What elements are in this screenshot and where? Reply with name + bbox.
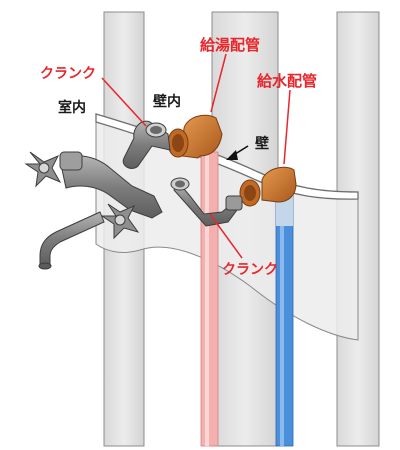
label-crank-lower: クランク <box>222 262 278 278</box>
cold-water-pipe-highlight <box>280 186 284 446</box>
wall-mixing-faucet <box>24 151 163 270</box>
leader-hot-pipe <box>210 53 227 113</box>
label-hot-water-pipe: 給湯配管 <box>200 36 260 54</box>
label-wall: 壁 <box>255 135 269 152</box>
hot-pipe-elbow-fitting <box>167 114 223 159</box>
cold-handle-icon <box>100 203 140 240</box>
hot-water-pipe <box>200 151 219 447</box>
leader-cold-pipe <box>283 89 291 165</box>
label-crank-upper: クランク <box>40 66 96 82</box>
hot-water-pipe-highlight <box>205 152 209 446</box>
lower-crank-fitting <box>170 177 243 227</box>
wall-arrow-icon <box>226 145 249 160</box>
label-indoor: 室内 <box>58 99 86 116</box>
hot-handle-icon <box>24 151 62 188</box>
leader-crank-lower <box>209 213 243 259</box>
faucet-spout <box>39 211 105 267</box>
label-inside-wall: 壁内 <box>153 93 181 110</box>
cold-pipe-elbow-fitting <box>239 166 297 207</box>
upper-crank-fitting <box>122 120 171 169</box>
label-cold-water-pipe: 給水配管 <box>257 72 317 90</box>
leader-crank-upper <box>101 77 147 127</box>
